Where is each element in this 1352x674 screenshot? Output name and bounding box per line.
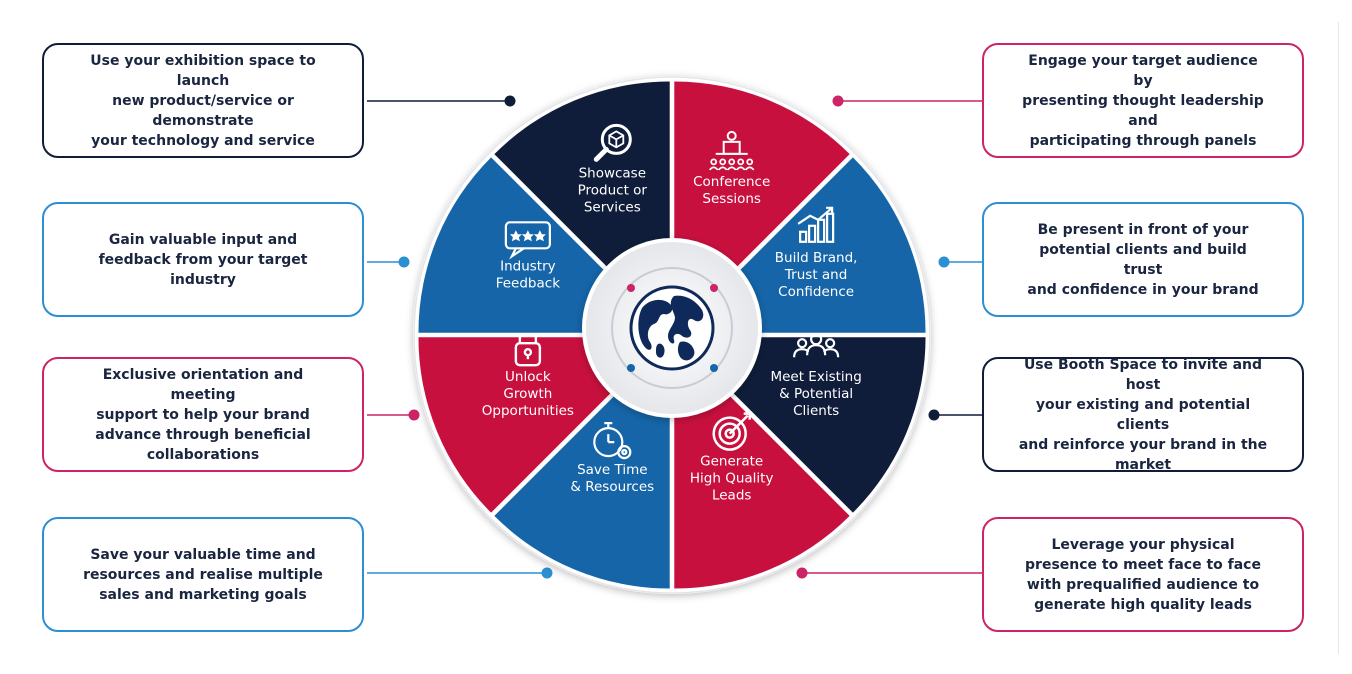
info-box-build-trust: Be present in front of your potential cl… — [982, 202, 1304, 317]
info-box-text: Save your valuable time and resources an… — [83, 546, 323, 603]
info-box-text: Engage your target audience by presentin… — [1022, 52, 1264, 149]
connector-dot-left-2 — [398, 256, 410, 268]
segment-label-line: High Quality — [690, 471, 774, 487]
rating-chat-icon — [504, 221, 551, 260]
stopwatch-gear-icon — [593, 422, 632, 460]
segment-label-line: Product or — [578, 182, 648, 198]
segment-label-line: Sessions — [702, 191, 761, 207]
people-group-icon — [793, 333, 840, 358]
info-box-text: Leverage your physical presence to meet … — [1025, 536, 1261, 613]
connector-dot-right-1 — [832, 95, 844, 107]
info-box-orientation-support: Exclusive orientation and meeting suppor… — [42, 357, 364, 472]
magnifier-box-icon — [593, 123, 632, 162]
segment-label-line: Generate — [700, 454, 763, 470]
segment-label-line: Save Time — [577, 462, 647, 478]
hub-dot-bottom-right — [710, 364, 718, 372]
info-box-text: Exclusive orientation and meeting suppor… — [95, 366, 311, 463]
segment-label-line: Services — [584, 199, 641, 215]
info-box-generate-leads: Leverage your physical presence to meet … — [982, 517, 1304, 632]
info-box-text: Use Booth Space to invite and host your … — [1018, 356, 1268, 473]
info-box-save-time: Save your valuable time and resources an… — [42, 517, 364, 632]
segment-label-line: Confidence — [778, 284, 854, 300]
segment-label-line: Showcase — [579, 165, 646, 181]
right-edge-divider — [1338, 22, 1339, 654]
segment-label-line: Industry — [500, 258, 556, 274]
connector-dot-right-4 — [796, 567, 808, 579]
segment-label-line: Leads — [712, 488, 751, 504]
presenter-audience-icon — [708, 130, 755, 171]
info-box-engage-audience: Engage your target audience by presentin… — [982, 43, 1304, 158]
segment-label: Save Time& Resources — [570, 462, 654, 495]
info-box-text: Be present in front of your potential cl… — [1027, 221, 1259, 298]
wheel-outer-ring — [413, 76, 931, 594]
hub-dot-bottom-left — [627, 364, 635, 372]
segment-label-line: Conference — [693, 174, 770, 190]
hub-dot-top-left — [627, 284, 635, 292]
segment-label-line: & Potential — [779, 386, 853, 402]
growth-chart-icon — [797, 206, 835, 243]
segment-label-line: Clients — [793, 403, 839, 419]
connector-dot-right-2 — [938, 256, 950, 268]
info-box-host-clients: Use Booth Space to invite and host your … — [982, 356, 1304, 473]
info-box-launch-product: Use your exhibition space to launch new … — [42, 43, 364, 158]
globe-icon — [629, 285, 715, 371]
segment-label-line: Growth — [503, 386, 552, 402]
hub-dot-top-right — [710, 284, 718, 292]
hub-ring — [611, 267, 733, 389]
connector-dot-left-3 — [408, 409, 420, 421]
segment-label-line: Trust and — [784, 267, 847, 283]
segment-label-line: Feedback — [496, 275, 560, 291]
segment-label-line: Build Brand, — [775, 250, 858, 266]
connector-dot-right-3 — [928, 409, 940, 421]
segment-label-line: Meet Existing — [770, 369, 861, 385]
segment-label-line: Opportunities — [482, 403, 574, 419]
info-box-industry-input: Gain valuable input and feedback from yo… — [42, 202, 364, 317]
segment-label-line: & Resources — [570, 479, 654, 495]
segment-label-line: Unlock — [505, 369, 551, 385]
connector-dot-left-4 — [541, 567, 553, 579]
info-box-text: Gain valuable input and feedback from yo… — [98, 231, 308, 288]
target-arrow-icon — [712, 412, 751, 451]
info-box-text: Use your exhibition space to launch new … — [90, 52, 316, 149]
connector-dot-left-1 — [504, 95, 516, 107]
